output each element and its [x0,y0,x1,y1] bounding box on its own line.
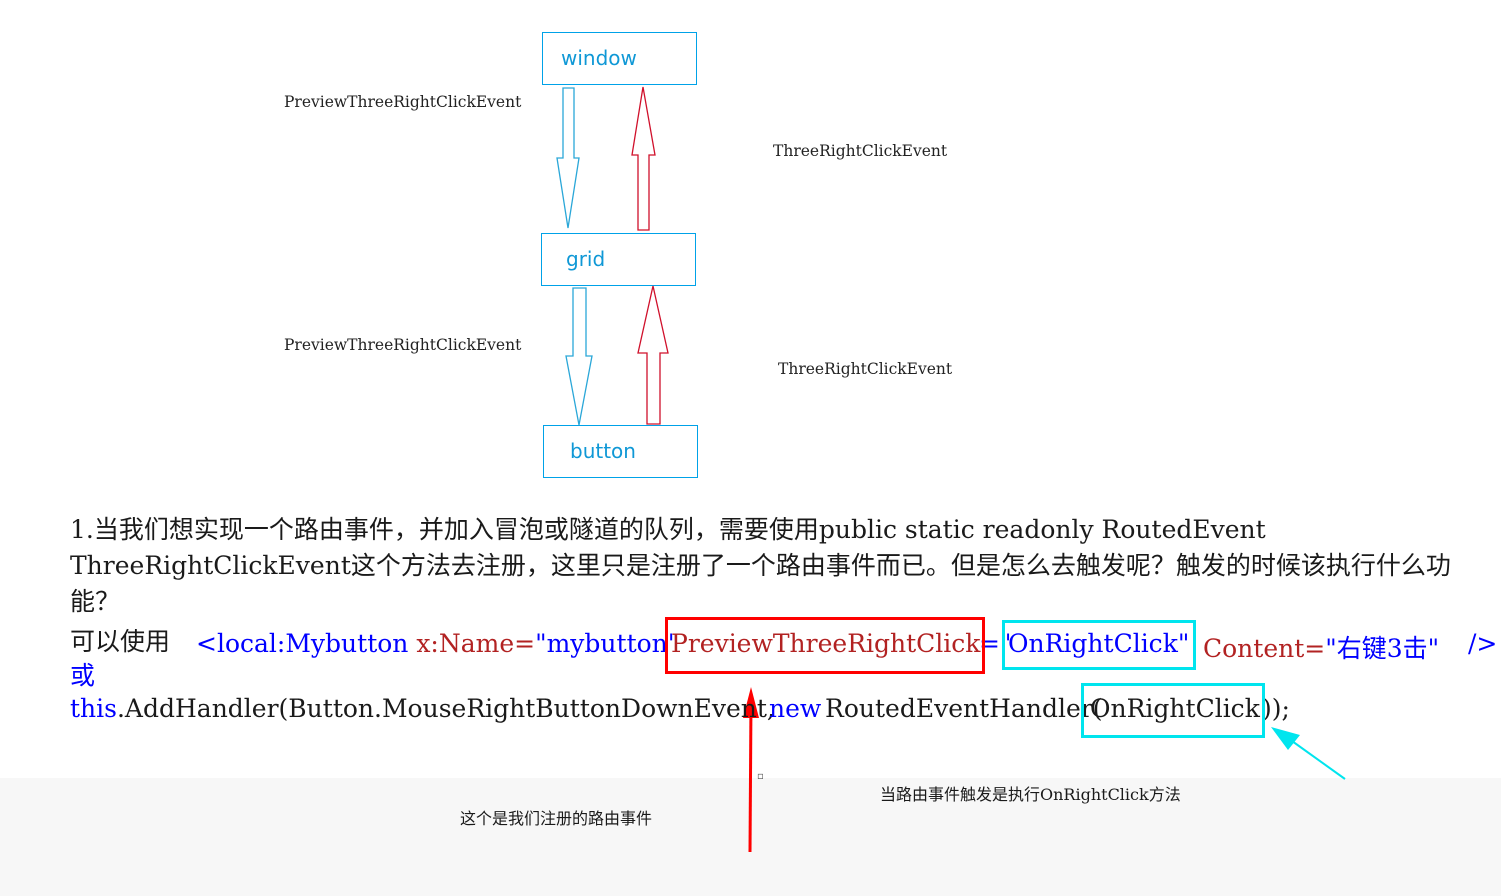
node-button-label: button [570,439,636,463]
csharp-new: new [769,694,822,723]
csharp-end: )); [1262,694,1290,723]
annotation-cyan-arrow-head [1271,727,1300,750]
xaml-event-attr: PreviewThreeRightClick [671,629,981,658]
tiny-square-mark: ▫ [757,771,764,782]
edge-label-bubble-bottom: ThreeRightClickEvent [778,360,953,378]
tunnel-arrow-top [556,87,580,229]
edge-label-bubble-top: ThreeRightClickEvent [773,142,948,160]
node-button: button [543,425,698,478]
xaml-handler: OnRightClick" [1008,629,1190,658]
xaml-name-attr: x:Name= [408,629,536,658]
xaml-content-attr: Content= [1203,634,1326,663]
explanation-paragraph: 1.当我们想实现一个路由事件，并加入冒泡或隧道的队列，需要使用public st… [70,515,1451,616]
annotation-red-arrow-shaft [748,699,753,853]
highlight-xaml-handler [1002,620,1196,670]
edge-label-preview-top: PreviewThreeRightClickEvent [284,93,522,111]
node-grid: grid [541,233,696,286]
csharp-type: RoutedEventHandler( [825,694,1103,723]
xaml-open-tag: <local:Mybutton [196,629,409,658]
csharp-handler: OnRightClick [1090,694,1260,723]
csharp-call: .AddHandler(Button.MouseRightButtonDownE… [116,694,775,723]
csharp-this: this [70,694,117,723]
node-grid-label: grid [566,247,606,271]
highlight-event-attr [665,617,985,674]
edge-label-preview-bottom: PreviewThreeRightClickEvent [284,336,522,354]
use-prefix: 可以使用 [70,627,171,656]
xaml-code-line: <local:Mybutton x:Name="mybutton" [196,629,679,658]
bubble-arrow-top [631,86,656,231]
xaml-content: Content="右键3击" [1203,629,1439,665]
annotation-registered-event: 这个是我们注册的路由事件 [460,809,653,828]
annotation-handler-method: 当路由事件触发是执行OnRightClick方法 [880,785,1181,804]
or-word: 或 [70,661,96,690]
annotation-red-arrow-head [743,687,759,718]
annotation-cyan-arrow-shaft [1284,735,1346,780]
node-window: window [542,32,697,85]
csharp-code-line: this.AddHandler(Button.MouseRightButtonD… [70,694,775,723]
highlight-csharp-handler [1081,683,1265,738]
tunnel-arrow-bottom [565,287,593,426]
bubble-arrow-bottom [637,285,669,425]
node-window-label: window [561,46,637,70]
xaml-content-value: "右键3击" [1325,634,1440,663]
xaml-name-value: "mybutton" [535,629,680,658]
xaml-close-tag: /> [1468,629,1498,658]
